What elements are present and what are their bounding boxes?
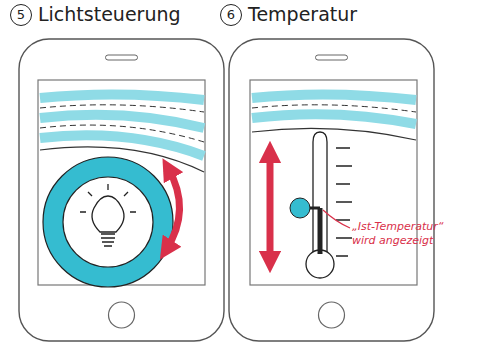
temperature-screen <box>250 80 417 285</box>
header-band <box>40 94 204 100</box>
thermometer-bulb <box>306 250 334 278</box>
phone-frame: 6Temperatur <box>228 38 435 342</box>
light-screen <box>38 80 205 287</box>
bulb-glass <box>92 196 124 232</box>
phone-outline <box>228 38 435 342</box>
lightbulb-symbol <box>80 184 136 246</box>
thermometer-tube <box>313 132 327 252</box>
band-line <box>252 128 416 140</box>
speaker-slot <box>316 55 348 60</box>
callout-number: 6 <box>220 4 242 26</box>
header-band <box>40 115 204 128</box>
phone-body <box>19 39 224 341</box>
header-band <box>252 94 416 100</box>
header-band <box>252 114 416 124</box>
slider-knob <box>290 198 310 218</box>
band-line <box>40 147 204 172</box>
speaker-slot <box>106 55 138 60</box>
phone-heading: 6 Temperatur <box>220 1 357 27</box>
ring-outline <box>43 157 173 287</box>
rotate-arrow <box>166 168 180 250</box>
phone-frame: 5Lichtsteuerung <box>18 38 225 342</box>
slider-stem <box>306 207 320 210</box>
screen-title: Temperatur <box>248 3 357 25</box>
screen-frame <box>250 80 417 285</box>
callout-number: 5 <box>10 4 32 26</box>
thermometer-symbol <box>306 132 352 278</box>
band-line <box>40 105 204 112</box>
phone-outline <box>18 38 225 342</box>
annotation-note: „Ist-Temperatur“ wird angezeigt <box>352 220 452 248</box>
home-button <box>109 302 135 328</box>
bulb-screw <box>101 234 115 246</box>
dimmer-ring <box>53 167 163 277</box>
phone-body <box>229 39 434 341</box>
header-band <box>40 135 204 156</box>
band-line <box>252 105 416 112</box>
ring-outline <box>63 177 153 267</box>
slide-arrow <box>267 152 274 262</box>
scale-ticks <box>336 148 352 256</box>
leader-line <box>323 210 350 228</box>
screen-title: Lichtsteuerung <box>38 3 181 25</box>
phone-heading: 5 Lichtsteuerung <box>10 1 181 27</box>
home-button <box>319 302 345 328</box>
mercury <box>318 208 323 254</box>
bulb-rays <box>80 184 136 212</box>
screen-frame <box>38 80 205 285</box>
band-line <box>40 125 204 142</box>
